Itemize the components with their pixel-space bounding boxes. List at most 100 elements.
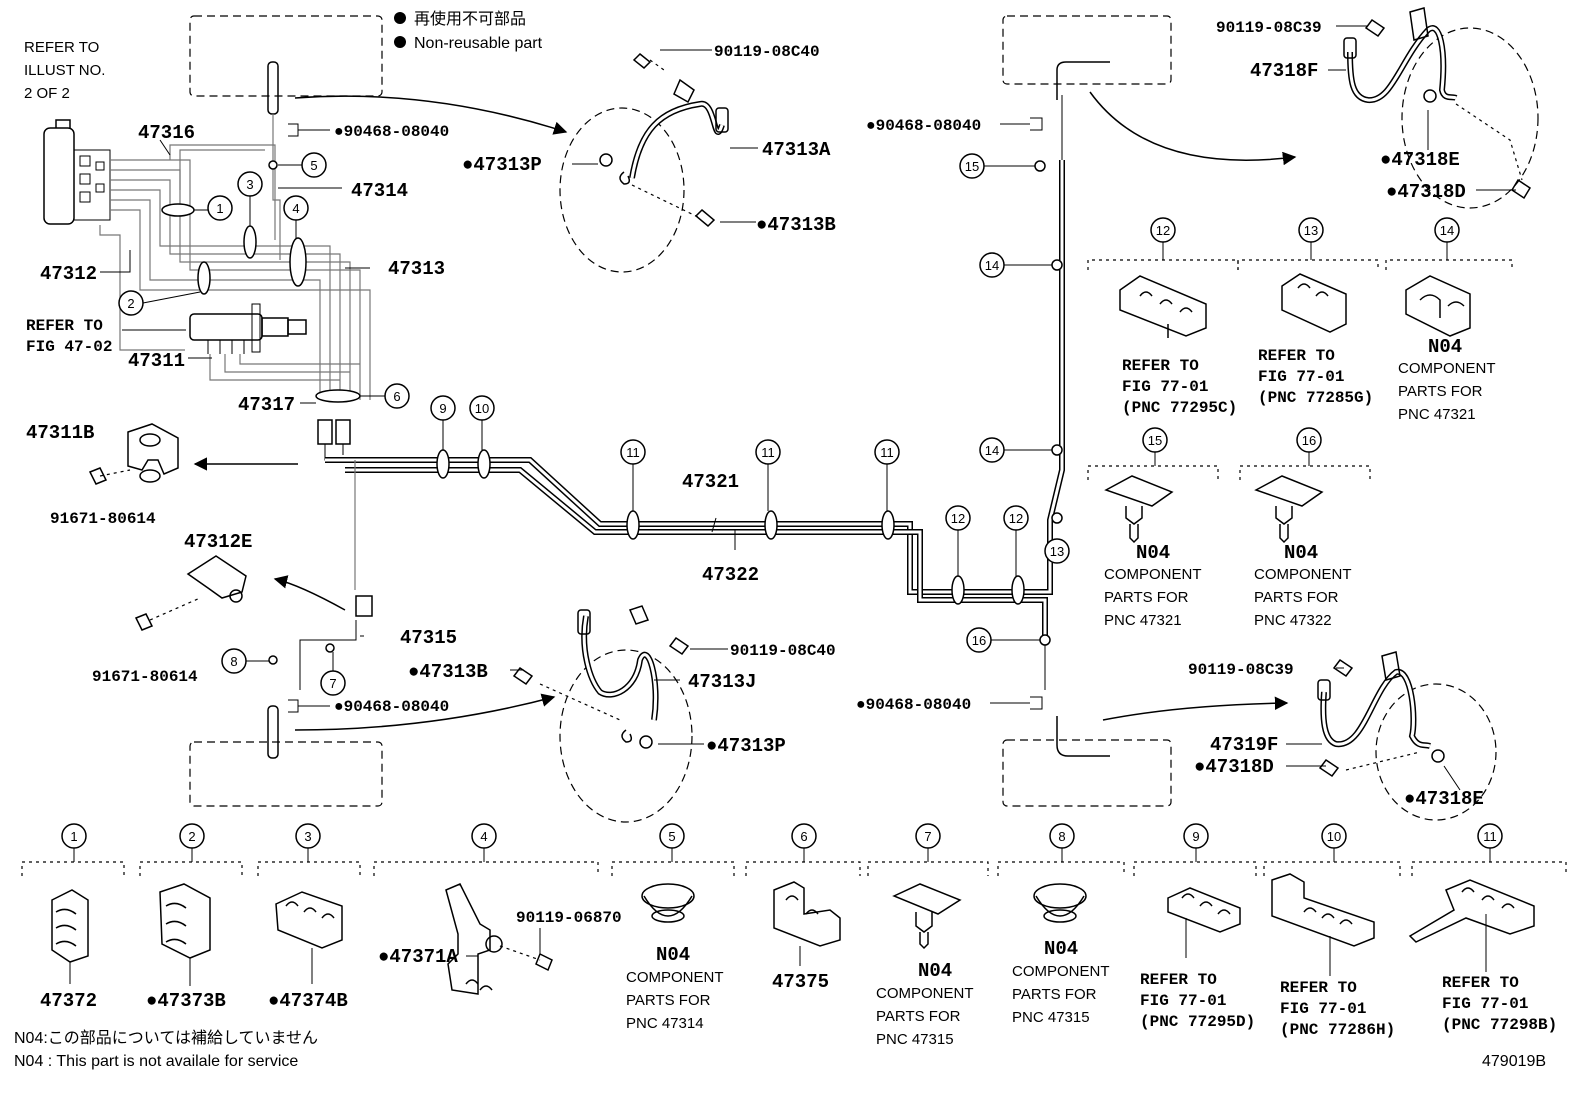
bottom-component-8: 8 N04 COMPONENT PARTS FOR PNC 47315 <box>1012 823 1110 1026</box>
hose-zone-front-right <box>1401 27 1539 209</box>
part-47315: 47315 <box>400 627 457 649</box>
svg-text:9: 9 <box>1192 829 1199 844</box>
part-90468-08040-bottom-left: ●90468-08040 <box>334 698 449 716</box>
right-component-12: 12 REFER TO FIG 77-01 (PNC 77295C) <box>1122 217 1237 417</box>
legend-en: Non-reusable part <box>414 35 543 52</box>
bottom-component-2: 2 ●47373B <box>146 823 226 1012</box>
right-component-16: 16 N04 COMPONENT PARTS FOR PNC 47322 <box>1254 427 1352 629</box>
svg-text:12: 12 <box>1156 223 1170 238</box>
clamp-12-drawing <box>1119 275 1207 338</box>
svg-text:PARTS FOR: PARTS FOR <box>626 992 711 1009</box>
clamp-14-drawing <box>1405 275 1471 337</box>
bracket-line-14 <box>1385 259 1513 270</box>
part-90119-08C39-bottom: 90119-08C39 <box>1188 661 1294 679</box>
clamp-12 <box>1011 575 1025 605</box>
part-47314: 47314 <box>351 180 408 202</box>
clamp-11-drawing <box>1408 879 1535 972</box>
clamp-3 <box>243 225 257 259</box>
refer-fig-4702-note: REFER TO FIG 47-02 <box>26 317 112 356</box>
svg-text:REFER TO: REFER TO <box>1442 974 1519 992</box>
svg-text:47375: 47375 <box>772 971 829 993</box>
svg-text:1: 1 <box>70 829 77 844</box>
svg-text:FIG 77-01: FIG 77-01 <box>1258 368 1344 386</box>
svg-text:ILLUST NO.: ILLUST NO. <box>24 62 105 79</box>
clip-7-drawing <box>892 883 962 950</box>
svg-text:4: 4 <box>480 829 487 844</box>
part-47322: 47322 <box>702 564 759 586</box>
svg-text:N04: N04 <box>1044 938 1078 960</box>
svg-text:PNC 47315: PNC 47315 <box>1012 1009 1090 1026</box>
grommet-8-drawing <box>1033 883 1087 923</box>
part-91671-80614-b: 91671-80614 <box>92 668 198 686</box>
clamp-12 <box>951 575 965 605</box>
right-component-14: 14 N04 COMPONENT PARTS FOR PNC 47321 <box>1398 217 1496 423</box>
brake-tube-bundle <box>99 144 371 400</box>
flex-hose-front-left <box>599 52 729 228</box>
svg-text:4: 4 <box>292 201 299 216</box>
svg-text:3: 3 <box>246 177 253 192</box>
part-90468-08040-top-right: ●90468-08040 <box>866 117 981 135</box>
clamp-9-drawing <box>1167 887 1241 958</box>
part-90119-08C39-top: 90119-08C39 <box>1216 19 1322 37</box>
svg-text:REFER TO: REFER TO <box>1280 979 1357 997</box>
svg-text:7: 7 <box>329 676 336 691</box>
part-90119-08C40-bottom: 90119-08C40 <box>730 642 836 660</box>
svg-text:3: 3 <box>304 829 311 844</box>
bracket-line-13 <box>1237 259 1379 270</box>
svg-text:10: 10 <box>1327 829 1341 844</box>
part-47321: 47321 <box>682 471 739 493</box>
right-component-15: 15 N04 COMPONENT PARTS FOR PNC 47321 <box>1104 427 1202 629</box>
legend-jp: 再使用不可部品 <box>414 10 526 28</box>
svg-text:(PNC 77286H): (PNC 77286H) <box>1280 1021 1395 1039</box>
part-47311: 47311 <box>128 350 185 372</box>
part-47318E-top: ●47318E <box>1380 149 1460 171</box>
svg-text:PARTS FOR: PARTS FOR <box>1254 589 1339 606</box>
svg-text:COMPONENT: COMPONENT <box>1398 360 1496 377</box>
svg-text:FIG 77-01: FIG 77-01 <box>1140 992 1226 1010</box>
flex-hose-front-right <box>1343 7 1532 200</box>
bottom-component-1: 1 47372 <box>40 823 97 1012</box>
refer-illust-note: REFER TO ILLUST NO. 2 OF 2 <box>24 39 105 102</box>
svg-text:6: 6 <box>393 389 400 404</box>
bracket-line-16 <box>1239 465 1371 480</box>
svg-text:N04: N04 <box>1284 542 1318 564</box>
svg-text:COMPONENT: COMPONENT <box>1254 566 1352 583</box>
svg-text:10: 10 <box>475 401 489 416</box>
svg-text:PNC 47321: PNC 47321 <box>1398 406 1476 423</box>
bottom-component-9: 9 REFER TO FIG 77-01 (PNC 77295D) <box>1140 823 1255 1031</box>
svg-text:(PNC 77298B): (PNC 77298B) <box>1442 1016 1557 1034</box>
part-47313J: 47313J <box>688 671 756 693</box>
svg-text:COMPONENT: COMPONENT <box>1012 963 1110 980</box>
part-90468-08040-top-left: ●90468-08040 <box>334 123 449 141</box>
clip-15-drawing <box>1104 475 1174 544</box>
hose-zone-rear-right <box>1375 683 1497 821</box>
svg-text:16: 16 <box>972 633 986 648</box>
clamp-47375-drawing <box>773 881 841 966</box>
svg-text:PNC 47321: PNC 47321 <box>1104 612 1182 629</box>
arrow-to-front-left-hose <box>294 95 568 135</box>
svg-text:●47371A: ●47371A <box>378 946 458 968</box>
hose-zone-rear-left <box>559 649 693 823</box>
legend: 再使用不可部品 Non-reusable part <box>394 10 543 52</box>
svg-text:N04: N04 <box>1428 336 1462 358</box>
part-47313: 47313 <box>388 258 445 280</box>
callout-circles <box>118 152 1070 696</box>
part-47312: 47312 <box>40 263 97 285</box>
leader-lines <box>100 25 1516 791</box>
bracket-line-15 <box>1087 465 1219 480</box>
figure-id: 479019B <box>1482 1053 1546 1070</box>
callout-numbers: 1 2 3 4 5 6 7 8 9 10 11 11 11 12 12 13 1… <box>127 158 1064 691</box>
svg-text:REFER TO: REFER TO <box>1122 357 1199 375</box>
actuator-unit <box>43 119 111 225</box>
bottom-component-10: 10 REFER TO FIG 77-01 (PNC 77286H) <box>1280 823 1395 1039</box>
svg-text:(PNC 77285G): (PNC 77285G) <box>1258 389 1373 407</box>
part-47318E-bottom: ●47318E <box>1404 788 1484 810</box>
clamp-47373B-drawing <box>159 883 211 986</box>
note-en: N04 : This part is not availale for serv… <box>14 1053 298 1070</box>
clamp-47372-drawing <box>51 889 89 984</box>
part-47311B: 47311B <box>26 422 94 444</box>
svg-text:REFER TO: REFER TO <box>1140 971 1217 989</box>
part-47317: 47317 <box>238 394 295 416</box>
clamp-4 <box>289 237 307 287</box>
svg-text:PNC 47322: PNC 47322 <box>1254 612 1332 629</box>
